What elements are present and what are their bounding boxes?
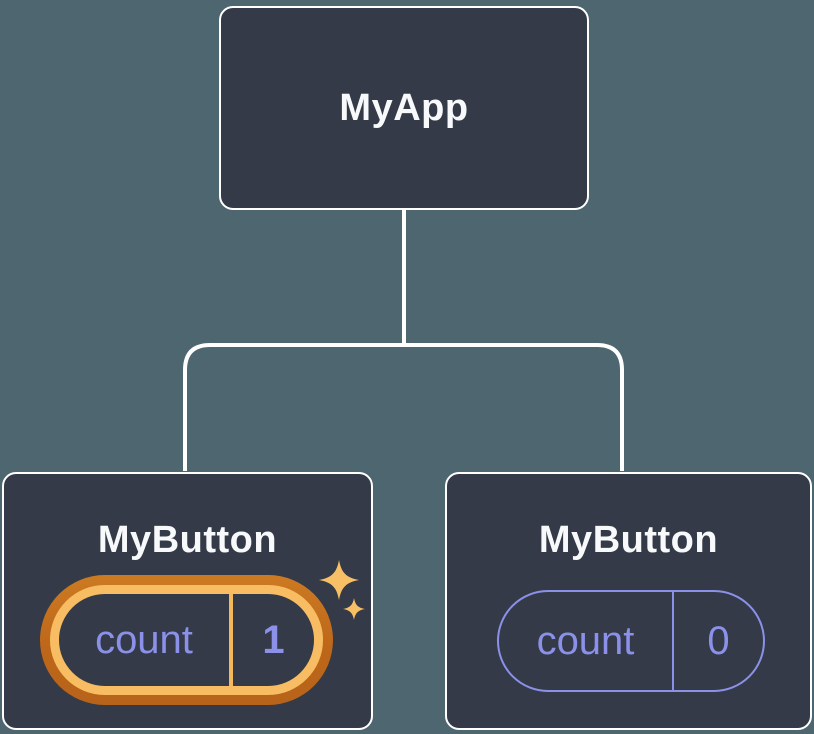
- node-mybutton-inactive-label: MyButton: [538, 518, 719, 561]
- pill-divider: [672, 592, 674, 690]
- state-key-label: count: [95, 617, 193, 662]
- node-mybutton-active: MyButton count 1: [2, 472, 373, 730]
- state-key-label: count: [536, 618, 635, 663]
- state-pill-active-inner-ring: count 1: [50, 585, 323, 695]
- state-value: 1: [262, 617, 285, 662]
- state-pill-inactive: count 0: [497, 590, 765, 692]
- node-mybutton-active-label: MyButton: [97, 518, 278, 561]
- node-mybutton-inactive: MyButton count 0: [445, 472, 812, 730]
- state-value: 0: [707, 618, 730, 663]
- node-myapp: MyApp: [219, 6, 589, 210]
- sparkle-icon: [319, 560, 365, 620]
- pill-divider: [229, 594, 233, 686]
- node-myapp-label: MyApp: [339, 86, 469, 129]
- state-pill-active: count 1: [40, 575, 333, 705]
